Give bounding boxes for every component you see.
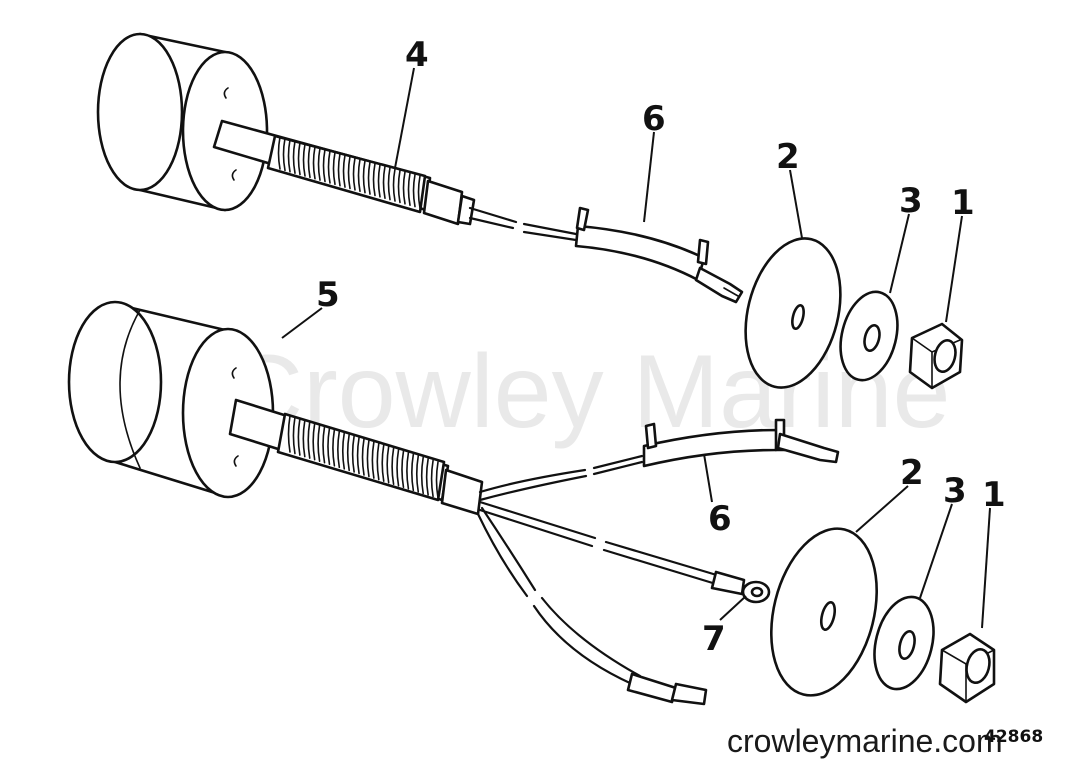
callout-lower-nut: 1 [982,475,1006,515]
coil-winding [361,438,365,476]
coil-winding [362,159,366,194]
coil-winding [381,444,385,482]
coil-winding [391,447,395,485]
coil-winding [317,424,321,462]
upper-terminal-strip [574,206,744,304]
lower-ring-terminal [710,570,771,604]
callout-labels: 4 6 2 3 1 5 6 2 3 1 7 [316,35,1006,659]
callout-upper-terminal-strip: 6 [642,99,666,139]
leader-lines [281,67,991,629]
coil-winding [327,150,331,184]
coil-winding [376,442,380,481]
callout-lower-ring-terminal: 7 [702,619,726,659]
coil-winding [332,429,336,467]
coil-winding [317,147,321,181]
upper-wire [468,206,578,242]
coil-winding [322,148,326,183]
callout-upper-small-washer: 3 [899,181,923,221]
callout-upper-coil: 4 [405,35,429,75]
coil-winding [332,151,336,186]
coil-winding [387,166,391,201]
coil-winding [307,144,311,179]
coil-winding [386,445,390,484]
coil-winding [382,165,386,200]
coil-winding [312,422,316,461]
callout-lower-coil: 5 [316,275,340,315]
coil-winding [292,416,296,455]
lower-small-washer [873,595,935,691]
coil-winding [371,441,375,479]
coil-winding [417,175,421,209]
lower-large-washer [770,527,878,697]
lower-spade-terminal [626,672,708,706]
coil-winding [430,459,434,498]
coil-winding [392,168,396,202]
coil-winding [337,152,341,187]
coil-winding [435,461,439,499]
coil-winding [322,425,326,464]
coil-winding [297,141,301,176]
coil-winding [377,164,381,198]
coil-winding [302,419,306,458]
coil-winding [357,158,361,193]
coil-winding [397,169,401,204]
callout-lower-small-washer: 3 [943,471,967,511]
coil-winding [407,172,411,207]
coil-winding [396,448,400,487]
coil-winding [372,162,376,197]
part-number: 42868 [984,727,1043,747]
coil-winding [411,453,415,492]
upper-hex-nut [908,322,964,390]
coil-winding [327,427,331,466]
upper-small-washer [839,290,899,382]
callout-lower-large-washer: 2 [900,453,924,493]
lower-wires [476,454,722,686]
coil-winding [277,136,281,170]
callout-upper-nut: 1 [951,183,975,223]
upper-assembly [96,32,964,390]
coil-winding [356,436,360,475]
coil-winding [287,138,291,173]
lower-assembly [67,300,996,706]
coil-winding [366,439,370,478]
callout-upper-large-washer: 2 [776,137,800,177]
coil-winding [302,143,306,177]
coil-winding [341,432,346,470]
watermark-text: Crowley Marine [228,334,950,450]
coil-winding [412,173,416,208]
coil-winding [282,137,286,172]
lower-threaded-shaft [228,398,484,516]
upper-coil-body [96,32,269,212]
coil-winding [352,157,356,191]
coil-winding [402,171,406,205]
coil-winding [342,154,346,188]
upper-large-washer [744,237,842,389]
coil-winding [401,450,405,489]
site-url: crowleymarine.com [727,723,1003,759]
callout-lower-terminal-strip: 6 [708,499,732,539]
coil-winding [351,435,355,473]
coil-winding [292,140,296,174]
coil-winding [312,145,316,180]
coil-winding [346,433,350,472]
coil-winding [297,418,301,456]
coil-winding [415,455,420,493]
coil-winding [420,456,424,495]
coil-winding [406,452,410,490]
coil-winding [287,415,291,453]
lower-terminal-strip [642,418,840,468]
coil-winding [337,430,341,469]
coil-winding [367,161,371,195]
coil-winding [307,421,311,459]
upper-threaded-shaft [212,119,476,226]
coil-winding [425,458,429,496]
coil-winding [347,155,351,190]
lower-coil-body [67,300,275,499]
lower-hex-nut [938,632,996,704]
